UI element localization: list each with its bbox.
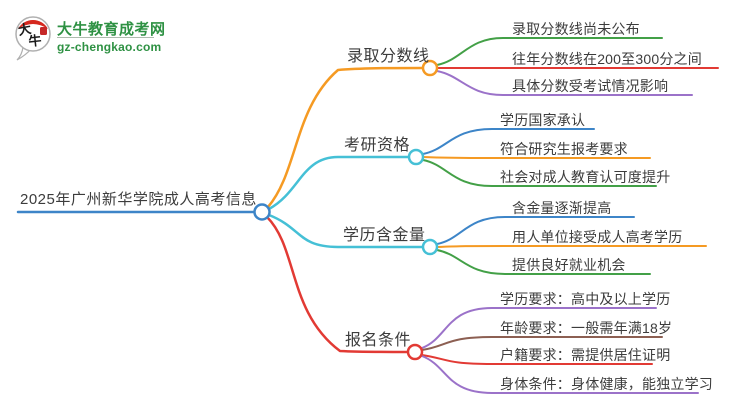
leaf-curve [422, 159, 657, 187]
branch-label-enrollment-requirements: 报名条件 [345, 332, 412, 349]
logo-site-domain: gz-chengkao.com [57, 40, 162, 54]
leaf-curve [421, 354, 653, 365]
logo-char-bottom: 牛 [28, 33, 43, 50]
branch-curve-admission-score [266, 66, 424, 209]
leaf-label: 户籍要求：需提供居住证明 [500, 347, 671, 363]
leaf-label: 学历国家承认 [500, 112, 586, 128]
leaf-curve [421, 336, 663, 351]
logo-badge-icon: 大 牛 [15, 16, 51, 61]
leaf-curve [436, 37, 663, 66]
leaf-curve [436, 249, 651, 275]
branch-curve-enrollment-requirements [265, 215, 409, 354]
leaf-curve [421, 307, 657, 349]
root-node-label: 2025年广州新华学院成人高考信息 [20, 191, 257, 208]
branch-curve-degree-value [267, 213, 424, 249]
leaf-label: 年龄要求：一般需年满18岁 [500, 320, 673, 336]
leaf-curve [436, 216, 635, 245]
leaf-label: 提供良好就业机会 [512, 257, 626, 273]
branch-node-circle[interactable] [421, 59, 439, 77]
branch-node-circle[interactable] [406, 343, 424, 361]
leaf-curve [421, 355, 699, 394]
leaf-label: 具体分数受考试情况影响 [512, 78, 669, 94]
leaf-label: 身体条件：身体健康，能独立学习 [500, 376, 713, 392]
leaf-label: 社会对成人教育认可度提升 [500, 169, 671, 185]
branch-curve-postgrad-eligibility [267, 155, 410, 211]
leaf-label: 往年分数线在200至300分之间 [512, 51, 702, 67]
root-node-circle[interactable] [253, 203, 271, 221]
leaf-curve [436, 70, 693, 96]
leaf-label: 符合研究生报考要求 [500, 141, 628, 157]
logo-site-name: 大牛教育成考网 [57, 21, 166, 38]
leaf-curve [422, 156, 651, 159]
logo-char-top: 大 [17, 21, 33, 39]
leaf-label: 含金量逐渐提高 [512, 200, 612, 216]
branch-node-circle[interactable] [407, 148, 425, 166]
site-logo[interactable]: 大 牛 大牛教育成考网 gz-chengkao.com [14, 14, 174, 62]
leaf-curve [436, 245, 707, 248]
leaf-label: 学历要求：高中及以上学历 [500, 291, 671, 307]
logo-divider [57, 37, 154, 38]
branch-label-postgrad-eligibility: 考研资格 [344, 137, 411, 154]
leaf-label: 录取分数线尚未公布 [512, 21, 640, 37]
branch-label-degree-value: 学历含金量 [343, 227, 426, 244]
leaf-label: 用人单位接受成人高考学历 [512, 229, 683, 245]
branch-node-circle[interactable] [421, 238, 439, 256]
leaf-curve [422, 128, 595, 155]
branch-label-admission-score: 录取分数线 [347, 48, 430, 65]
